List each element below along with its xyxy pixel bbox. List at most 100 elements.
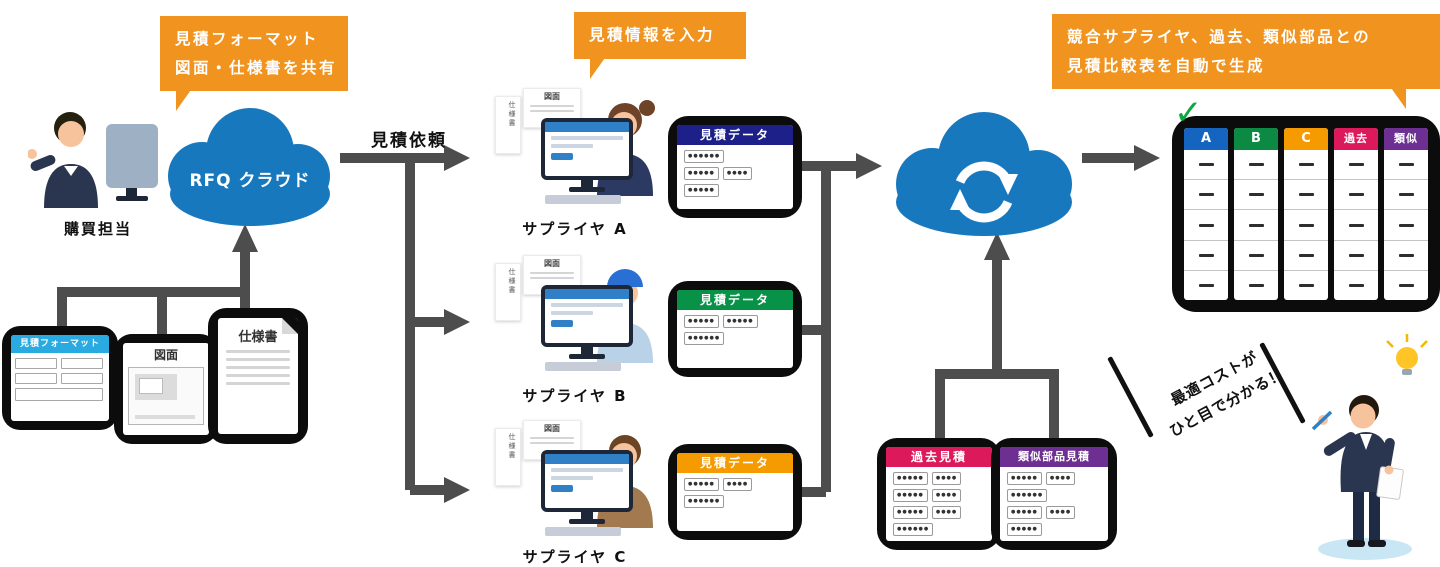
quote-card-a-title: 見積データ bbox=[677, 125, 793, 145]
spec-doc-icon: 仕様書 bbox=[495, 428, 521, 486]
doc-format-title: 見積フォーマット bbox=[11, 335, 109, 353]
field-value: ●●●● bbox=[722, 478, 753, 491]
buyer-person-icon bbox=[28, 112, 98, 208]
callout-input: 見積情報を入力 bbox=[574, 12, 746, 79]
blueprint-sketch-icon bbox=[128, 367, 204, 425]
cloud-shape-icon bbox=[168, 108, 330, 226]
field-value: ●●●●●● bbox=[893, 523, 934, 536]
spec-doc-icon: 仕様書 bbox=[495, 263, 521, 321]
doc-drawing-card: 図面 bbox=[123, 343, 209, 435]
quote-card-c-title: 見積データ bbox=[677, 453, 793, 473]
past-quote-title: 過去見積 bbox=[886, 447, 992, 467]
quote-fields: ●●●●●●●●● ●●●●●●●●● ●●●●●●●●● ●●●●●● bbox=[886, 467, 992, 541]
field-value: ●●●●●● bbox=[684, 332, 725, 345]
buyer-illustration bbox=[28, 84, 168, 216]
past-quote-card: 過去見積 ●●●●●●●●● ●●●●●●●●● ●●●●●●●●● ●●●●●… bbox=[877, 438, 1001, 550]
callout-generate: 競合サプライヤ、過去、類似部品との 見積比較表を自動で生成 bbox=[1052, 14, 1440, 110]
screen-titlebar bbox=[545, 289, 629, 299]
doc-drawing-title: 図面 bbox=[153, 348, 178, 362]
form-button-icon bbox=[551, 153, 573, 160]
quote-card-b-title: 見積データ bbox=[677, 290, 793, 310]
form-button-icon bbox=[551, 485, 573, 492]
supplier-b-label: サプライヤ B bbox=[522, 387, 628, 405]
callout-share-line2: 図面・仕様書を共有 bbox=[175, 58, 338, 77]
doc-format-container: 見積フォーマット bbox=[2, 326, 118, 430]
callout-generate-line1: 競合サプライヤ、過去、類似部品との bbox=[1067, 28, 1372, 46]
comparison-table: A B C 過去 bbox=[1172, 116, 1440, 312]
quote-fields: ●●●●●● ●●●●●●●●● ●●●●● bbox=[677, 145, 793, 202]
table-column-similar: 類似 bbox=[1384, 128, 1428, 300]
quote-card-a: 見積データ ●●●●●● ●●●●●●●●● ●●●●● bbox=[668, 116, 802, 218]
sync-cloud bbox=[884, 108, 1084, 240]
quote-form-screen bbox=[545, 454, 629, 508]
quote-form-screen bbox=[545, 122, 629, 176]
keyboard-icon bbox=[545, 527, 621, 536]
column-header: 類似 bbox=[1384, 128, 1428, 150]
doc-spec-title: 仕様書 bbox=[238, 330, 278, 345]
doc-spec-card: 仕様書 bbox=[218, 318, 298, 434]
doc-format-card: 見積フォーマット bbox=[11, 335, 109, 421]
quote-form-screen bbox=[545, 289, 629, 343]
supplier-monitor bbox=[541, 118, 633, 180]
field-value: ●●●● bbox=[722, 167, 753, 180]
keyboard-icon bbox=[545, 195, 621, 204]
callout-tail-icon bbox=[590, 54, 607, 79]
doc-spec-container: 仕様書 bbox=[208, 308, 308, 444]
page-fold-icon bbox=[282, 318, 298, 334]
cloud-shape-icon bbox=[896, 112, 1072, 236]
dash-mark bbox=[1198, 163, 1214, 167]
table-column-c: C bbox=[1284, 128, 1328, 300]
monitor-stand-icon bbox=[126, 188, 137, 196]
field-value: ●●●● bbox=[931, 472, 962, 485]
quote-fields: ●●●●●●●●● ●●●●●● ●●●●●●●●● ●●●●● bbox=[1000, 467, 1108, 541]
spec-doc-icon: 仕様書 bbox=[495, 96, 521, 154]
callout-tail-icon bbox=[1389, 85, 1406, 110]
quote-card-c: 見積データ ●●●●●●●●● ●●●●●● bbox=[668, 444, 802, 540]
quote-fields: ●●●●●●●●● ●●●●●● bbox=[677, 473, 793, 513]
column-header: C bbox=[1284, 128, 1328, 150]
callout-share-line1: 見積フォーマット bbox=[175, 30, 320, 48]
supplier-monitor bbox=[541, 450, 633, 512]
table-column-past: 過去 bbox=[1334, 128, 1378, 300]
callout-share: 見積フォーマット 図面・仕様書を共有 bbox=[160, 16, 348, 112]
field-value: ●●●● bbox=[931, 506, 962, 519]
monitor-base-icon bbox=[116, 196, 148, 201]
callout-generate-line2: 見積比較表を自動で生成 bbox=[1067, 56, 1266, 75]
supplier-c-illustration: 仕様書 図面 bbox=[487, 418, 663, 548]
field-value: ●●●●●● bbox=[684, 150, 725, 163]
field-value: ●●●●● bbox=[893, 506, 928, 519]
buyer-label: 購買担当 bbox=[63, 220, 132, 238]
table-column-a: A bbox=[1184, 128, 1228, 300]
field-value: ●●●●● bbox=[1007, 472, 1042, 485]
table-column-b: B bbox=[1234, 128, 1278, 300]
idea-person-icon bbox=[1311, 334, 1428, 560]
field-value: ●●●●● bbox=[684, 315, 719, 328]
supplier-a-illustration: 仕様書 図面 bbox=[487, 86, 663, 216]
field-value: ●●●●● bbox=[1007, 506, 1042, 519]
form-fields bbox=[11, 353, 109, 406]
quote-card-b: 見積データ ●●●●●●●●●● ●●●●●● bbox=[668, 281, 802, 377]
field-value: ●●●●● bbox=[722, 315, 758, 328]
callout-tail-icon bbox=[176, 87, 193, 112]
field-value: ●●●● bbox=[931, 489, 962, 502]
field-value: ●●●●●● bbox=[1007, 489, 1048, 502]
supplier-c-label: サプライヤ C bbox=[522, 548, 628, 566]
field-value: ●●●●● bbox=[893, 489, 928, 502]
supplier-b-illustration: 仕様書 図面 bbox=[487, 253, 663, 383]
idea-person-illustration bbox=[1303, 330, 1428, 564]
column-header: A bbox=[1184, 128, 1228, 150]
drawing-doc-label: 図面 bbox=[544, 424, 560, 433]
field-value: ●●●●● bbox=[684, 478, 719, 491]
monitor-back-icon bbox=[106, 124, 158, 188]
field-value: ●●●● bbox=[1045, 506, 1076, 519]
drawing-doc-label: 図面 bbox=[544, 259, 560, 268]
column-header: 過去 bbox=[1334, 128, 1378, 150]
similar-parts-quote-title: 類似部品見積 bbox=[1000, 447, 1108, 467]
field-value: ●●●●● bbox=[1007, 523, 1042, 536]
field-value: ●●●●● bbox=[684, 184, 719, 197]
form-button-icon bbox=[551, 320, 573, 327]
sync-icon bbox=[950, 161, 1018, 223]
supplier-a-label: サプライヤ A bbox=[522, 220, 628, 238]
